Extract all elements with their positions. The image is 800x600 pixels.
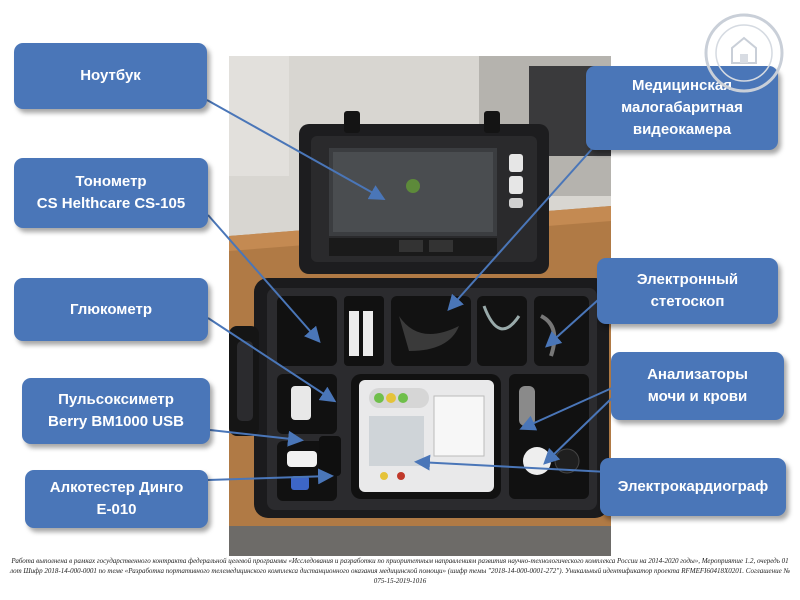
- callout-laptop-label: Ноутбук: [80, 67, 141, 84]
- callout-tonometer-label: Тонометр CS Helthcare CS-105: [36, 173, 186, 212]
- callout-videocamera-label: Медицинская малогабаритная видеокамера: [621, 77, 743, 138]
- university-seal-watermark: [704, 13, 784, 93]
- equipment-case-photo: [229, 56, 611, 556]
- callout-ecg: Электрокардиограф: [600, 458, 786, 516]
- callout-alcotester: Алкотестер Динго E-010: [25, 470, 208, 528]
- callout-stethoscope-label: Электронный стетоскоп: [636, 271, 739, 310]
- callout-glucometer: Глюкометр: [14, 278, 208, 341]
- callout-laptop: Ноутбук: [14, 43, 207, 109]
- callout-analyzers-label: Анализаторы мочи и крови: [647, 366, 748, 405]
- callout-pulse-oximeter-label: Пульсоксиметр Berry BM1000 USB: [48, 391, 184, 430]
- callout-glucometer-label: Глюкометр: [69, 300, 153, 318]
- callout-pulse-oximeter: Пульсоксиметр Berry BM1000 USB: [22, 378, 210, 444]
- callout-tonometer: Тонометр CS Helthcare CS-105: [14, 158, 208, 228]
- callout-stethoscope: Электронный стетоскоп: [597, 258, 778, 324]
- callout-videocamera: Медицинская малогабаритная видеокамера: [586, 66, 778, 150]
- callout-ecg-label: Электрокардиограф: [617, 478, 769, 495]
- callout-alcotester-label: Алкотестер Динго E-010: [49, 479, 184, 518]
- footer-funding-note: Работа выполнена в рамках государственно…: [9, 557, 791, 585]
- callout-analyzers: Анализаторы мочи и крови: [611, 352, 784, 420]
